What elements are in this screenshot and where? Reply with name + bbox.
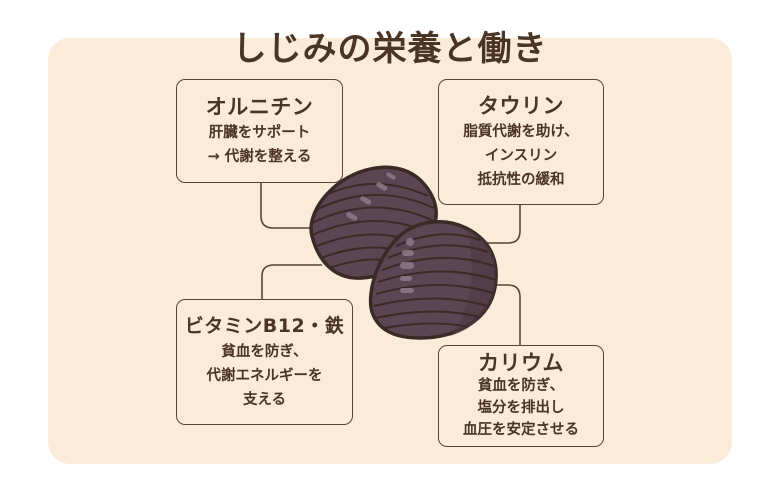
nutrient-desc-line: 代謝エネルギーを [206, 368, 323, 384]
nutrient-desc-line: 貧血を防ぎ、 [477, 378, 565, 394]
clam-front-icon [368, 220, 498, 340]
nutrient-desc-line: 脂質代謝を助け、 [463, 124, 579, 140]
nutrient-desc-line: 支える [242, 392, 287, 408]
nutrient-name: カリウム [478, 351, 564, 375]
nutrient-name: ビタミンB12・鉄 [184, 315, 345, 337]
nutrient-desc-line: 塩分を排出し [477, 400, 565, 416]
nutrient-desc-line: 血圧を安定させる [463, 422, 579, 438]
page-title: しじみの栄養と働き [232, 29, 548, 69]
nutrient-desc-line: 肝臓をサポート [208, 125, 311, 141]
connector-potassium [492, 284, 521, 345]
nutrient-desc-line: 貧血を防ぎ、 [221, 344, 308, 360]
nutrient-desc-line: 抵抗性の緩和 [477, 172, 565, 188]
connector-vitamin [261, 264, 322, 299]
connector-taurine [478, 205, 521, 244]
nutrient-card-vitamin-b12-iron: ビタミンB12・鉄 貧血を防ぎ、 代謝エネルギーを 支える [176, 299, 353, 425]
nutrient-desc-line: → 代謝を整える [207, 149, 312, 165]
nutrient-name: オルニチン [205, 95, 314, 119]
nutrient-desc-line: インスリン [484, 148, 558, 164]
connector-ornithine [260, 183, 318, 229]
nutrient-card-ornithine: オルニチン 肝臓をサポート → 代謝を整える [176, 79, 343, 183]
nutrient-name: タウリン [478, 94, 564, 118]
nutrient-card-taurine: タウリン 脂質代謝を助け、 インスリン 抵抗性の緩和 [438, 79, 604, 205]
nutrient-card-potassium: カリウム 貧血を防ぎ、 塩分を排出し 血圧を安定させる [438, 345, 604, 447]
